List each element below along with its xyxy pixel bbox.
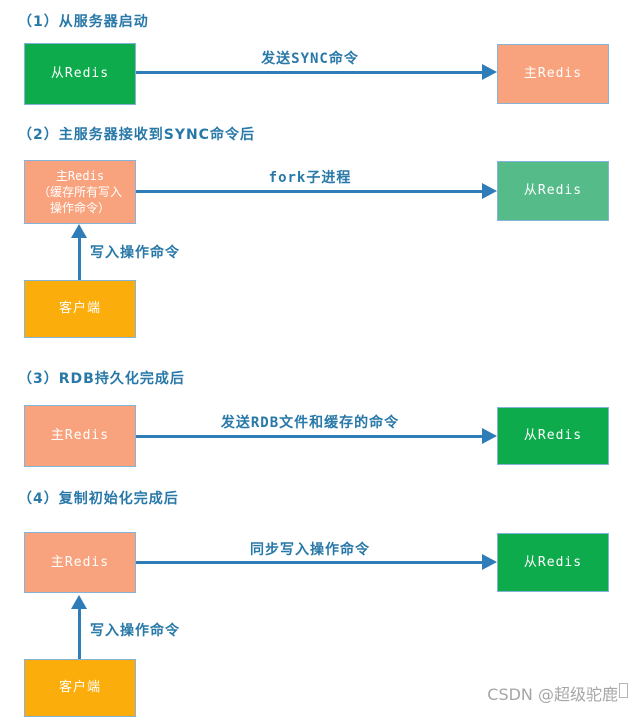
section-4-heading: （4）复制初始化完成后 bbox=[18, 491, 179, 507]
client-box-s2: 客户端 bbox=[24, 280, 136, 338]
write-arrow-label-s4: 写入操作命令 bbox=[90, 623, 180, 639]
watermark-text: CSDN @超级驼鹿 bbox=[487, 685, 618, 704]
master-redis-label-s2: 主Redis （缓存所有写入 操作命令） bbox=[38, 168, 122, 217]
master-redis-box-s3: 主Redis bbox=[24, 405, 136, 467]
arrowhead-right-icon-s3 bbox=[482, 428, 497, 444]
slave-redis-label-s1: 从Redis bbox=[50, 66, 110, 82]
arrowhead-right-icon-s4 bbox=[482, 554, 497, 570]
slave-redis-label-s2: 从Redis bbox=[523, 183, 583, 199]
arrowhead-up-icon-s2 bbox=[71, 224, 87, 238]
sync-arrow-line-s1 bbox=[136, 71, 483, 74]
write-arrow-line-s2 bbox=[78, 236, 81, 280]
master-redis-label-s2-line2: （缓存所有写入 bbox=[37, 184, 122, 199]
arrowhead-right-icon-s1 bbox=[482, 64, 497, 80]
master-redis-label-s2-line1: 主Redis bbox=[55, 168, 105, 183]
slave-redis-box-s1: 从Redis bbox=[24, 43, 136, 105]
arrowhead-up-icon-s4 bbox=[71, 595, 87, 609]
sync-write-arrow-line-s4 bbox=[136, 561, 483, 564]
rdb-arrow-label-s3: 发送RDB文件和缓存的命令 bbox=[220, 415, 400, 431]
slave-redis-label-s3: 从Redis bbox=[523, 428, 583, 444]
client-label-s2: 客户端 bbox=[58, 301, 101, 317]
slave-redis-label-s4: 从Redis bbox=[523, 554, 583, 570]
section-2-heading: （2）主服务器接收到SYNC命令后 bbox=[18, 127, 255, 143]
arrowhead-right-icon-s2 bbox=[482, 183, 497, 199]
tofu-glyph-icon bbox=[619, 683, 628, 698]
fork-arrow-line-s2 bbox=[136, 190, 483, 193]
section-1-heading: （1）从服务器启动 bbox=[18, 14, 149, 30]
master-redis-label-s4: 主Redis bbox=[50, 554, 110, 570]
write-arrow-label-s2: 写入操作命令 bbox=[90, 245, 180, 261]
master-redis-label-s3: 主Redis bbox=[50, 428, 110, 444]
write-arrow-line-s4 bbox=[78, 607, 81, 659]
slave-redis-box-s2: 从Redis bbox=[497, 161, 609, 221]
section-3-heading: （3）RDB持久化完成后 bbox=[18, 371, 185, 387]
master-redis-box-s1: 主Redis bbox=[497, 44, 609, 104]
sync-write-arrow-label-s4: 同步写入操作命令 bbox=[250, 542, 370, 558]
slave-redis-box-s4: 从Redis bbox=[497, 533, 609, 592]
master-redis-box-s2: 主Redis （缓存所有写入 操作命令） bbox=[24, 160, 136, 224]
master-redis-label-s1: 主Redis bbox=[523, 66, 583, 82]
watermark: CSDN @超级驼鹿 bbox=[487, 681, 628, 705]
fork-arrow-label-s2: fork子进程 bbox=[268, 170, 352, 186]
master-redis-box-s4: 主Redis bbox=[24, 532, 136, 593]
client-label-s4: 客户端 bbox=[58, 680, 101, 696]
sync-arrow-label-s1: 发送SYNC命令 bbox=[261, 51, 359, 67]
rdb-arrow-line-s3 bbox=[136, 435, 483, 438]
slave-redis-box-s3: 从Redis bbox=[497, 407, 609, 465]
client-box-s4: 客户端 bbox=[24, 659, 136, 717]
master-redis-label-s2-line3: 操作命令） bbox=[49, 201, 110, 216]
